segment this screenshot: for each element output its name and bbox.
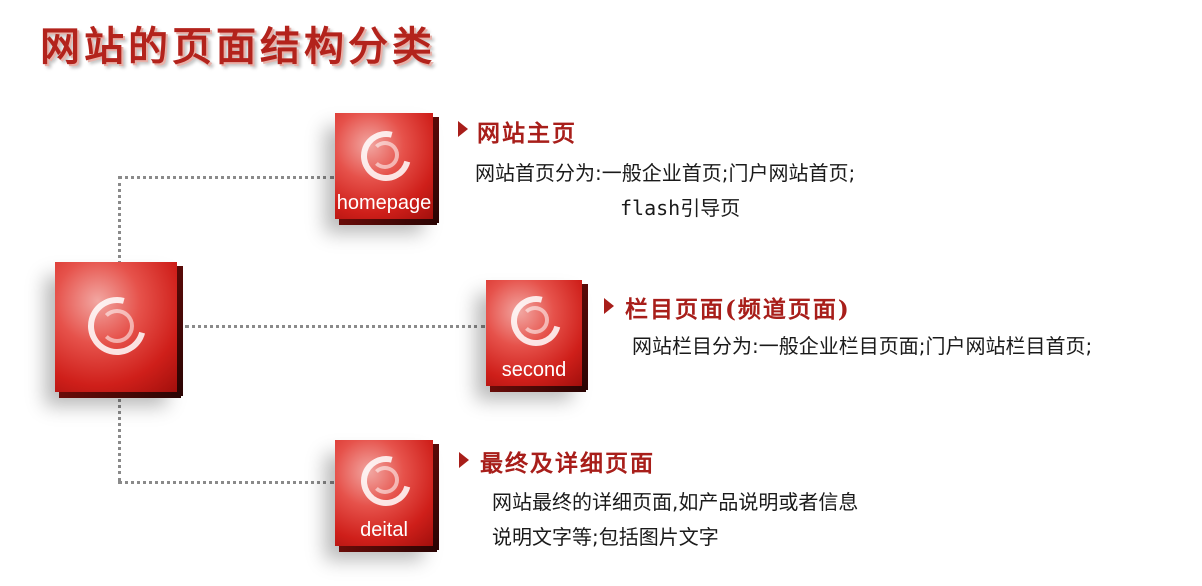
swirl-inner-icon xyxy=(371,466,399,494)
swirl-inner-icon xyxy=(100,309,134,343)
second-box-label: second xyxy=(501,359,567,381)
connector-deital xyxy=(118,481,334,484)
arrow-right-icon xyxy=(459,452,469,468)
deital-desc-line1: 网站最终的详细页面,如产品说明或者信息 xyxy=(492,490,859,514)
deital-box-label: deital xyxy=(360,519,408,541)
connector-second xyxy=(185,325,485,328)
swirl-inner-icon xyxy=(521,306,549,334)
arrow-right-icon xyxy=(604,298,614,314)
second-heading: 栏目页面(频道页面) xyxy=(625,296,851,323)
arrow-right-icon xyxy=(458,121,468,137)
connector-homepage xyxy=(118,176,334,179)
root-node-box xyxy=(55,262,183,398)
swirl-inner-icon xyxy=(371,141,399,169)
deital-node-box: deital xyxy=(335,440,439,552)
homepage-heading: 网站主页 xyxy=(477,120,577,147)
homepage-desc-guide: 引导页 xyxy=(680,196,741,220)
homepage-desc-line1: 网站首页分为:一般企业首页;门户网站首页; xyxy=(475,161,856,185)
page-title: 网站的页面结构分类 xyxy=(40,23,436,70)
homepage-box-label: homepage xyxy=(336,192,432,214)
deital-desc-line2: 说明文字等;包括图片文字 xyxy=(492,525,719,549)
second-desc-line1: 网站栏目分为:一般企业栏目页面;门户网站栏目首页; xyxy=(632,334,1093,358)
homepage-desc-line2: flash引导页 xyxy=(620,192,740,221)
deital-heading: 最终及详细页面 xyxy=(480,450,655,477)
homepage-desc-flash: flash xyxy=(620,196,681,220)
second-node-box: second xyxy=(486,280,588,392)
homepage-node-box: homepage xyxy=(335,113,439,225)
